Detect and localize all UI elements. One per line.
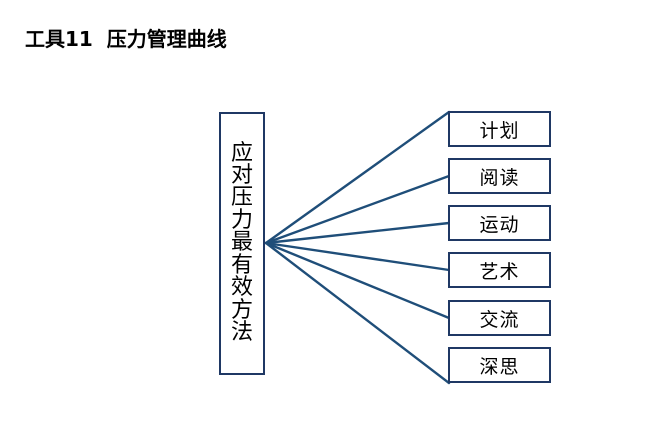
branch-box-6[interactable]: 深思 [448,347,551,383]
branch-box-5[interactable]: 交流 [448,300,551,336]
branch-label-5: 交流 [479,308,520,331]
branch-box-1[interactable]: 计划 [448,111,551,147]
branch-label-6: 深思 [479,355,520,378]
central-char-2: 压 [230,185,253,211]
central-char-6: 效 [230,275,253,301]
central-char-4: 最 [230,230,253,256]
central-char-3: 力 [230,207,253,233]
branch-box-2[interactable]: 阅读 [448,158,551,194]
connector-line-3 [264,221,451,245]
connector-line-6 [264,241,451,385]
central-char-1: 对 [230,162,253,188]
connector-line-1 [264,110,451,245]
branch-box-4[interactable]: 艺术 [448,252,551,288]
central-char-0: 应 [230,140,253,166]
connector-line-4 [264,241,451,272]
connector-line-5 [264,241,451,320]
branch-label-2: 阅读 [479,166,520,189]
central-char-8: 法 [230,320,253,346]
central-concept-box[interactable]: 应 对 压 力 最 有 效 方 法 [219,112,265,375]
connector-line-2 [264,174,451,245]
branch-box-3[interactable]: 运动 [448,205,551,241]
central-concept-text: 应 对 压 力 最 有 效 方 法 [230,140,253,346]
branch-label-1: 计划 [479,119,520,142]
branch-label-3: 运动 [479,213,520,236]
central-char-5: 有 [230,252,253,278]
central-char-7: 方 [230,297,253,323]
page-title: 工具11 压力管理曲线 [25,27,227,51]
branch-label-4: 艺术 [479,260,520,283]
